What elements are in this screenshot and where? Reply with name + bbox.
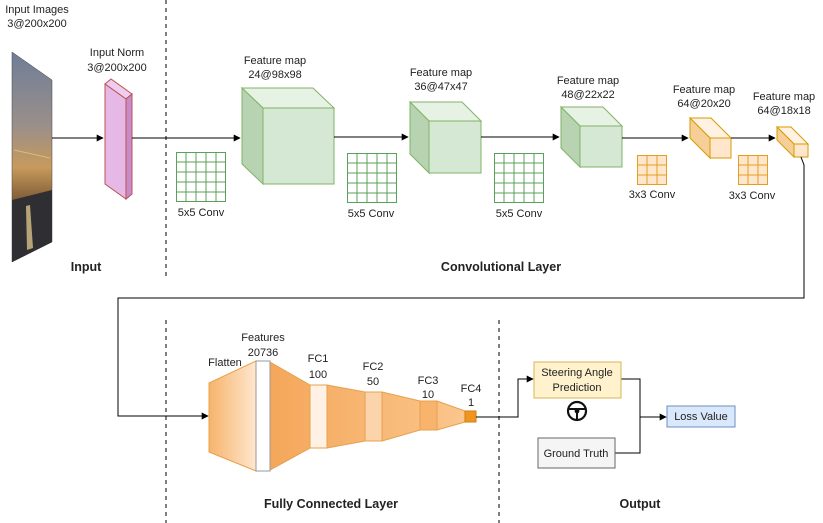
fc1-block: [309, 384, 328, 449]
conv-3-label: 5x5 Conv: [496, 208, 543, 220]
input-images-dims: 3@200x200: [7, 18, 67, 30]
section-output-title: Output: [620, 497, 662, 511]
conv-kernel-5-grid: [738, 155, 768, 185]
steering-wheel-icon: [566, 400, 588, 422]
conv-4-label: 3x3 Conv: [629, 189, 676, 201]
feature-map-5-cube: [775, 125, 810, 159]
input-image: [11, 51, 53, 263]
section-dividers: [165, 0, 500, 523]
feature-map-4-dims: 64@20x20: [677, 98, 730, 110]
ground-truth-box: [537, 437, 616, 469]
fc2-block: [364, 391, 383, 442]
feature-map-4-cube: [688, 116, 733, 160]
section-conv-title: Convolutional Layer: [441, 260, 561, 274]
fc3-block: [419, 400, 438, 431]
section-fc-title: Fully Connected Layer: [264, 497, 398, 511]
flatten-label: Flatten: [208, 357, 242, 369]
feature-map-1-label: Feature map: [244, 55, 306, 67]
loss-value-box: [666, 405, 736, 428]
feature-map-4-label: Feature map: [673, 84, 735, 96]
features-layer-block: [255, 360, 271, 472]
section-input-title: Input: [71, 260, 102, 274]
prediction-line1: Steering Angle: [541, 367, 613, 379]
feature-map-2-cube: [408, 100, 483, 175]
conv-kernel-3-grid: [494, 153, 544, 203]
input-images-label: Input Images: [5, 4, 69, 16]
input-norm-slab: [104, 78, 133, 201]
feature-map-3-label: Feature map: [557, 75, 619, 87]
conv-2-label: 5x5 Conv: [348, 208, 395, 220]
fc4-name: FC4: [461, 383, 482, 395]
features-label: Features: [241, 332, 285, 344]
conv-flow-arrows: [52, 133, 805, 420]
fc1-name: FC1: [308, 353, 329, 365]
feature-map-5-dims: 64@18x18: [757, 105, 810, 117]
flatten-block: [208, 360, 257, 472]
feature-map-1-dims: 24@98x98: [248, 69, 301, 81]
feature-map-2-label: Feature map: [410, 67, 472, 79]
conv-kernel-1-grid: [176, 152, 226, 202]
conv-kernel-2-grid: [347, 153, 397, 203]
conv-1-label: 5x5 Conv: [178, 207, 225, 219]
loss-value-label: Loss Value: [674, 411, 728, 423]
fc2-size: 50: [367, 376, 379, 388]
fc3-size: 10: [422, 389, 434, 401]
feature-map-3-dims: 48@22x22: [561, 89, 614, 101]
ground-truth-label: Ground Truth: [544, 448, 609, 460]
prediction-line2: Prediction: [553, 382, 602, 394]
conv-5-label: 3x3 Conv: [729, 190, 776, 202]
conv-kernel-4-grid: [637, 155, 667, 185]
fc-funnel: [208, 360, 477, 472]
fc4-block: [464, 410, 477, 423]
fc1-size: 100: [309, 369, 327, 381]
input-norm-label: Input Norm: [90, 47, 144, 59]
steering-prediction-box: [533, 361, 622, 399]
fc4-size: 1: [468, 397, 474, 409]
output-arrows: [476, 375, 667, 454]
feature-map-2-dims: 36@47x47: [414, 81, 467, 93]
feature-map-5-label: Feature map: [753, 91, 815, 103]
fc3-name: FC3: [418, 375, 439, 387]
input-norm-dims: 3@200x200: [87, 62, 147, 74]
features-count: 20736: [248, 347, 279, 359]
feature-map-1-cube: [240, 86, 336, 186]
fc2-name: FC2: [363, 361, 384, 373]
feature-map-3-cube: [559, 105, 624, 169]
